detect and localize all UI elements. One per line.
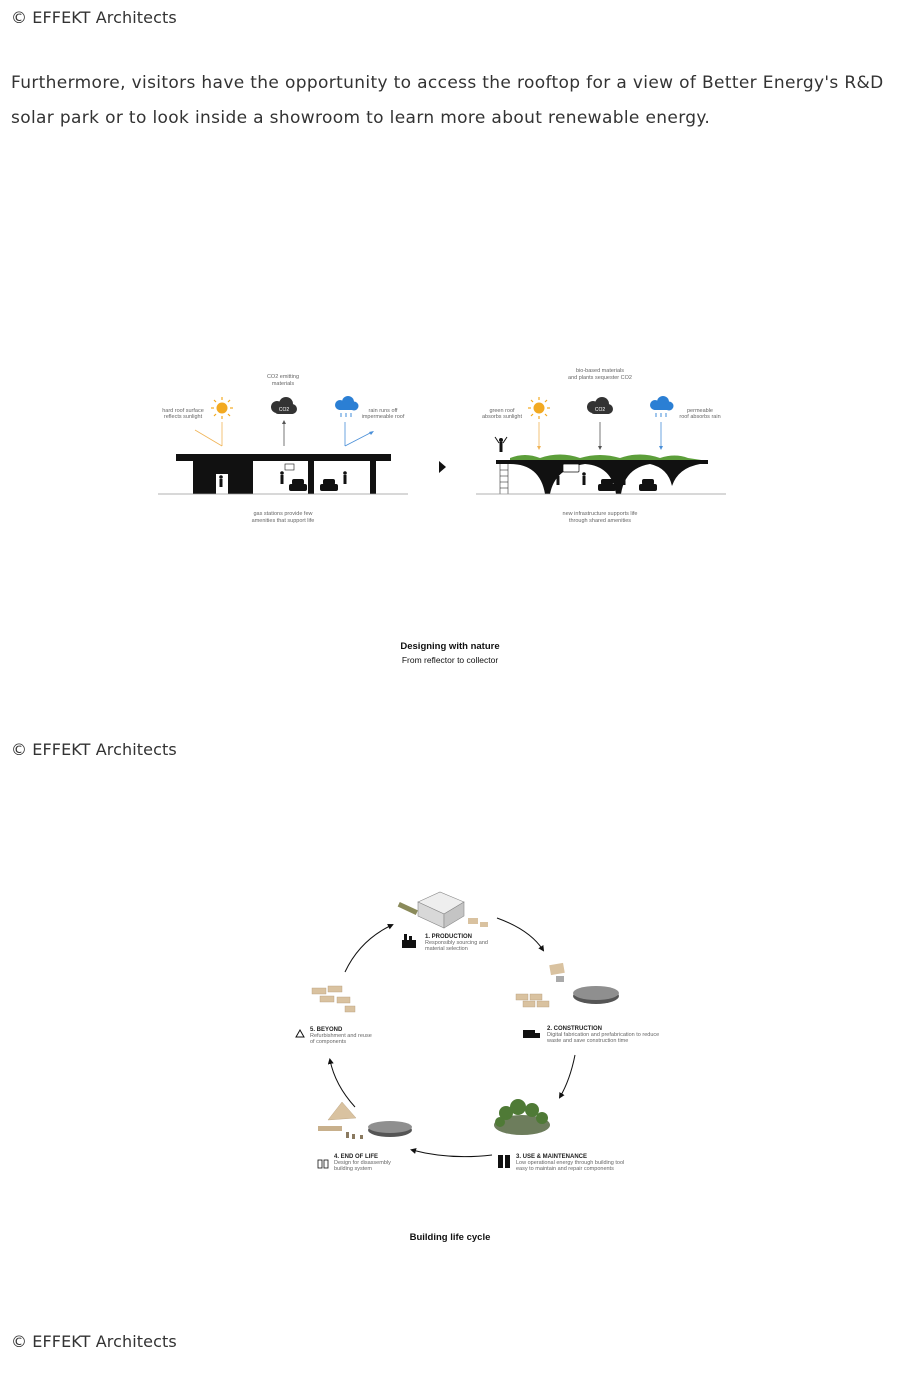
stage-1-desc-2: material selection — [425, 946, 468, 952]
sun-icon — [528, 397, 550, 419]
stage-end-of-life: 4. END OF LIFE Design for disassembly bu… — [317, 1101, 412, 1172]
stage-4-label: 4. END OF LIFE — [334, 1154, 378, 1160]
rooftop-stairs — [499, 464, 509, 494]
stage-1-desc-1: Responsibly sourcing and — [425, 940, 488, 946]
sun-icon — [211, 397, 233, 419]
stage-beyond: 5. BEYOND Refurbishment and reuse of com… — [295, 985, 372, 1045]
svg-text:CO2: CO2 — [595, 407, 606, 413]
transition-arrow-icon — [439, 461, 446, 473]
right-top-label-2: and plants sequester CO2 — [568, 375, 632, 381]
cycle-arrows — [327, 917, 576, 1158]
stage-5-label: 5. BEYOND — [310, 1027, 343, 1033]
cars-left — [289, 479, 338, 491]
left-bottom-label-1: gas stations provide few — [253, 511, 312, 517]
stage-3-desc-1: Low operational energy through building … — [516, 1160, 624, 1166]
right-rain-label-1: permeable — [687, 408, 713, 414]
stage-2-desc-1: Digital fabrication and prefabrication t… — [547, 1032, 659, 1038]
right-sun-label-1: green roof — [489, 408, 515, 414]
figure-designing-with-nature: CO2 emitting materials hard roof surface… — [0, 360, 900, 680]
left-gas-station-section: CO2 emitting materials hard roof surface… — [158, 374, 408, 524]
rain-cloud-icon — [335, 396, 359, 417]
stage-3-label: 3. USE & MAINTENANCE — [516, 1154, 587, 1160]
stage-use-maintenance: 3. USE & MAINTENANCE Low operational ene… — [494, 1099, 624, 1172]
left-top-label-2: materials — [272, 381, 295, 387]
green-roof — [510, 454, 708, 461]
right-bottom-label-1: new infrastructure supports life — [563, 511, 638, 517]
stage-2-label: 2. CONSTRUCTION — [547, 1026, 602, 1032]
stage-1-label: 1. PRODUCTION — [425, 934, 472, 940]
crane-icon — [523, 1030, 540, 1038]
rain-cloud-icon — [650, 396, 674, 417]
stage-4-desc-2: building system — [334, 1166, 372, 1172]
body-paragraph: Furthermore, visitors have the opportuni… — [11, 73, 884, 128]
factory-icon — [402, 934, 416, 948]
cars-right — [598, 479, 657, 491]
right-sun-label-2: absorbs sunlight — [482, 414, 523, 420]
right-rain-label-2: roof absorbs rain — [679, 414, 720, 420]
co2-cloud-icon: CO2 — [271, 397, 297, 414]
left-sun-label-2: reflects sunlight — [164, 414, 203, 420]
stage-construction: 2. CONSTRUCTION Digital fabrication and … — [515, 962, 659, 1044]
arched-structure — [510, 464, 700, 494]
left-rain-label-2: impermeable roof — [362, 414, 405, 420]
rooftop-person — [494, 436, 508, 452]
stage-4-desc-1: Design for disassembly — [334, 1160, 391, 1166]
stage-5-desc-2: of components — [310, 1039, 346, 1045]
figure-title: Building life cycle — [409, 1232, 491, 1243]
stage-production: 1. PRODUCTION Responsibly sourcing and m… — [397, 891, 488, 952]
photo-credit: © EFFEKT Architects — [11, 1332, 177, 1351]
people-right — [556, 472, 626, 485]
canopy-roof — [176, 454, 391, 461]
stage-2-desc-2: waste and save construction time — [546, 1038, 628, 1044]
people-left — [219, 471, 347, 487]
right-bottom-label-2: through shared amenities — [569, 518, 631, 524]
reflector-collector-diagram: CO2 emitting materials hard roof surface… — [158, 368, 726, 524]
photo-credit: © EFFEKT Architects — [11, 740, 177, 759]
left-bottom-label-2: amenities that support life — [252, 518, 315, 524]
right-top-label-1: bio-based materials — [576, 368, 624, 374]
life-cycle-diagram: 1. PRODUCTION Responsibly sourcing and m… — [295, 891, 659, 1172]
figure-title: Designing with nature — [400, 641, 500, 652]
figure-subtitle: From reflector to collector — [401, 655, 499, 665]
photo-credit: © EFFEKT Architects — [11, 8, 177, 27]
stage-3-desc-2: easy to maintain and repair components — [516, 1166, 614, 1172]
left-rain-label-1: rain runs off — [369, 408, 398, 414]
figure-building-life-cycle: 1. PRODUCTION Responsibly sourcing and m… — [0, 880, 900, 1250]
stage-5-desc-1: Refurbishment and reuse — [310, 1033, 372, 1039]
svg-text:CO2: CO2 — [279, 407, 290, 413]
disassembly-icon — [317, 1159, 329, 1169]
door-icon — [498, 1155, 510, 1168]
co2-cloud-icon: CO2 — [587, 397, 613, 414]
recycle-icon — [295, 1028, 305, 1038]
roof-slab — [496, 460, 708, 464]
right-green-roof-section: bio-based materials and plants sequester… — [476, 368, 726, 524]
left-sun-label-1: hard roof surface — [162, 408, 204, 414]
left-top-label-1: CO2 emitting — [267, 374, 299, 380]
